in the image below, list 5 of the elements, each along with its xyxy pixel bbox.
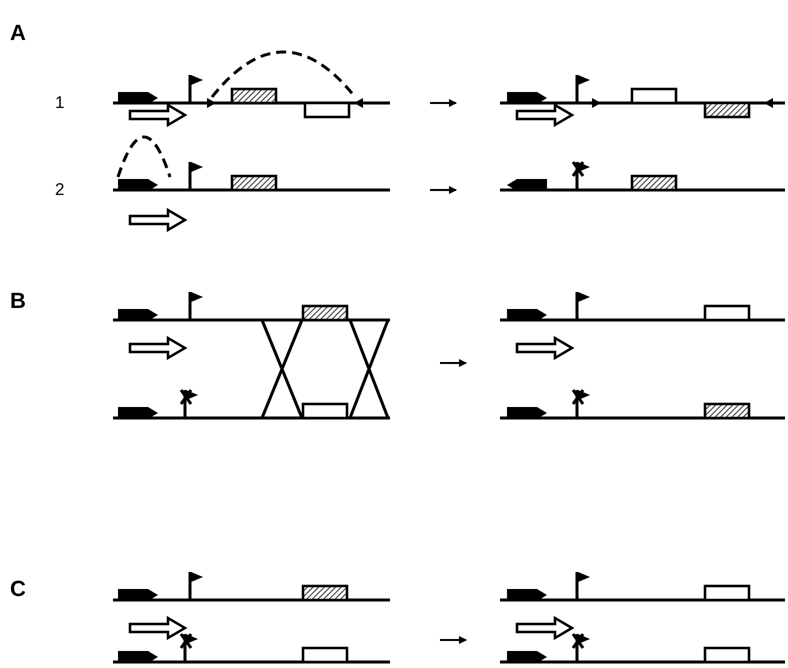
- panel-letter: C: [10, 578, 26, 600]
- panel-letter: A: [10, 22, 26, 44]
- row-number: 1: [55, 94, 64, 111]
- row-number: 2: [55, 181, 64, 198]
- panel-letter: B: [10, 290, 26, 312]
